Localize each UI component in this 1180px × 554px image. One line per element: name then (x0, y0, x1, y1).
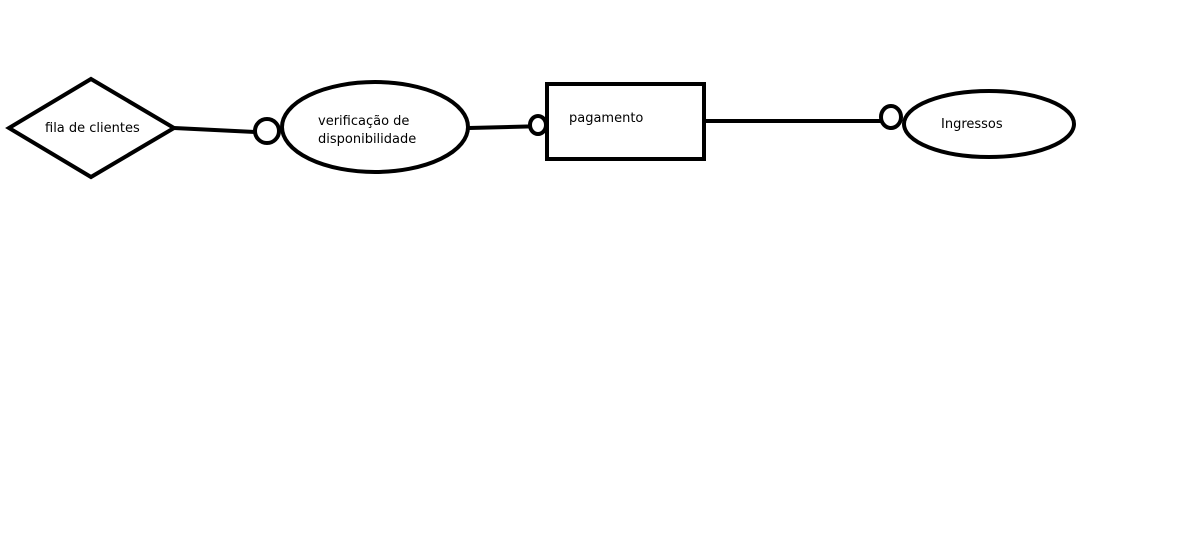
diamond-shape (5, 76, 178, 180)
ellipse-shape (902, 89, 1076, 159)
edge-fila-to-verificacao (173, 126, 257, 134)
node-label-line1: verificação de (318, 114, 409, 129)
node-verificacao-disponibilidade: verificação de disponibilidade (280, 80, 470, 174)
node-label: pagamento (569, 111, 643, 126)
ellipse-shape (280, 80, 470, 174)
rectangle-shape (545, 82, 706, 161)
node-fila-de-clientes: fila de clientes (5, 76, 178, 180)
edge-end-circle-marker (528, 114, 548, 136)
node-pagamento: pagamento (545, 82, 706, 161)
node-label: Ingressos (941, 117, 1003, 132)
node-label: fila de clientes (45, 121, 140, 136)
edge-end-circle-marker (879, 104, 903, 130)
node-label-line2: disponibilidade (318, 132, 416, 147)
edge-end-circle-marker (253, 117, 281, 145)
node-ingressos: Ingressos (902, 89, 1076, 159)
